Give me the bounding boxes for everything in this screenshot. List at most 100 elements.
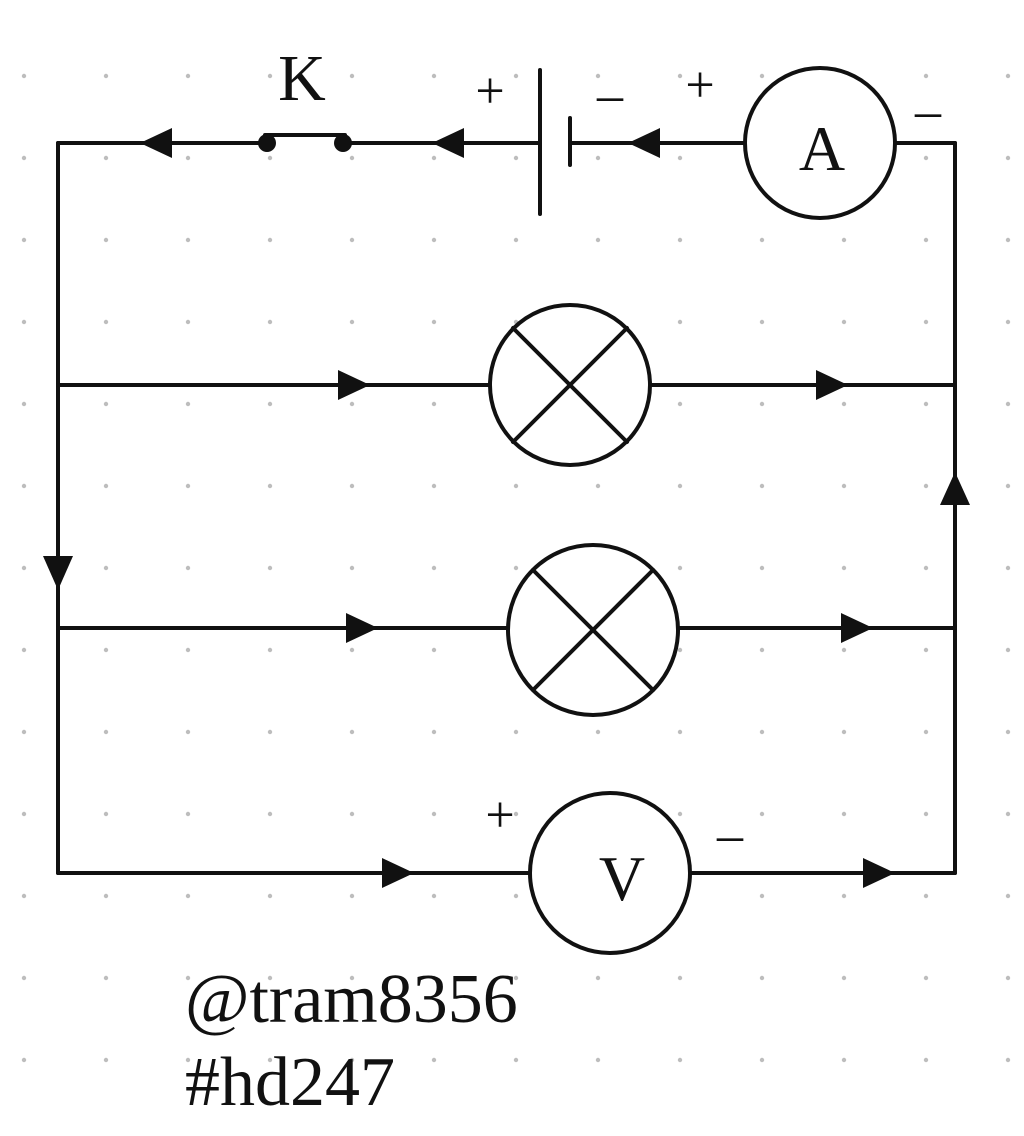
grid-dot	[759, 565, 765, 571]
credit-line-2: #hd247	[185, 1044, 395, 1121]
grid-dot	[349, 647, 355, 653]
grid-dot	[103, 155, 109, 161]
grid-dot	[267, 975, 273, 981]
lamp-1	[488, 303, 652, 467]
voltmeter-circle	[528, 791, 692, 955]
grid-dot	[923, 811, 929, 817]
grid-dot	[185, 565, 191, 571]
lamp-2-cross-b	[531, 568, 655, 692]
grid-dot	[431, 319, 437, 325]
grid-dot	[841, 483, 847, 489]
grid-dot	[595, 483, 601, 489]
grid-dot	[513, 893, 519, 899]
grid-dot	[267, 73, 273, 79]
grid-dot	[21, 73, 27, 79]
grid-dot	[349, 483, 355, 489]
grid-dot	[923, 401, 929, 407]
grid-dot	[923, 237, 929, 243]
grid-dot	[1005, 73, 1011, 79]
grid-dot	[103, 73, 109, 79]
voltmeter-minus-sign: –	[716, 807, 744, 864]
grid-dot	[513, 483, 519, 489]
grid-dot	[1005, 237, 1011, 243]
grid-dot	[759, 483, 765, 489]
grid-dot	[103, 1057, 109, 1063]
grid-dot	[677, 237, 683, 243]
grid-dot	[103, 729, 109, 735]
dot-grid	[21, 73, 1011, 1063]
grid-dot	[759, 401, 765, 407]
grid-dot	[513, 729, 519, 735]
grid-dot	[185, 975, 191, 981]
arrow-top-right	[628, 128, 660, 158]
arrow-lamp1-right	[816, 370, 848, 400]
grid-dot	[103, 811, 109, 817]
arrow-voltmeter-right	[863, 858, 895, 888]
arrow-top-mid	[432, 128, 464, 158]
grid-dot	[923, 975, 929, 981]
grid-dot	[267, 237, 273, 243]
grid-dot	[185, 893, 191, 899]
grid-dot	[21, 565, 27, 571]
grid-dot	[103, 483, 109, 489]
grid-dot	[513, 811, 519, 817]
grid-dot	[677, 811, 683, 817]
grid-dot	[595, 1057, 601, 1063]
grid-dot	[349, 1057, 355, 1063]
grid-dot	[431, 975, 437, 981]
grid-dot	[513, 155, 519, 161]
grid-dot	[185, 319, 191, 325]
grid-dot	[1005, 401, 1011, 407]
grid-dot	[841, 237, 847, 243]
grid-dot	[1005, 1057, 1011, 1063]
grid-dot	[349, 893, 355, 899]
grid-dot	[185, 155, 191, 161]
grid-dot	[1005, 319, 1011, 325]
arrow-voltmeter-left	[382, 858, 414, 888]
grid-dot	[21, 1057, 27, 1063]
grid-dot	[595, 729, 601, 735]
arrow-lamp1-left	[338, 370, 370, 400]
grid-dot	[21, 729, 27, 735]
grid-dot	[267, 647, 273, 653]
current-arrows	[43, 128, 970, 888]
grid-dot	[595, 73, 601, 79]
grid-dot	[677, 73, 683, 79]
grid-dot	[349, 319, 355, 325]
voltmeter: V + –	[485, 787, 744, 955]
credit-line-1: @tram8356	[185, 961, 518, 1038]
voltmeter-plus-sign: +	[485, 787, 514, 844]
ammeter-letter: A	[799, 113, 845, 184]
grid-dot	[103, 647, 109, 653]
grid-dot	[103, 893, 109, 899]
grid-dot	[431, 893, 437, 899]
grid-dot	[759, 729, 765, 735]
grid-dot	[1005, 975, 1011, 981]
grid-dot	[431, 1057, 437, 1063]
ammeter-circle	[743, 66, 897, 220]
grid-dot	[267, 811, 273, 817]
grid-dot	[677, 565, 683, 571]
grid-dot	[841, 647, 847, 653]
grid-dot	[841, 975, 847, 981]
grid-dot	[349, 73, 355, 79]
grid-dot	[677, 975, 683, 981]
grid-dot	[431, 483, 437, 489]
grid-dot	[513, 237, 519, 243]
grid-dot	[923, 729, 929, 735]
grid-dot	[431, 401, 437, 407]
grid-dot	[759, 893, 765, 899]
lamp-2	[506, 543, 680, 717]
grid-dot	[21, 811, 27, 817]
grid-dot	[431, 729, 437, 735]
grid-dot	[103, 237, 109, 243]
grid-dot	[431, 155, 437, 161]
grid-dot	[1005, 893, 1011, 899]
grid-dot	[431, 647, 437, 653]
switch: K	[258, 42, 352, 152]
grid-dot	[21, 319, 27, 325]
grid-dot	[185, 237, 191, 243]
grid-dot	[513, 73, 519, 79]
grid-dot	[267, 893, 273, 899]
grid-dot	[267, 729, 273, 735]
